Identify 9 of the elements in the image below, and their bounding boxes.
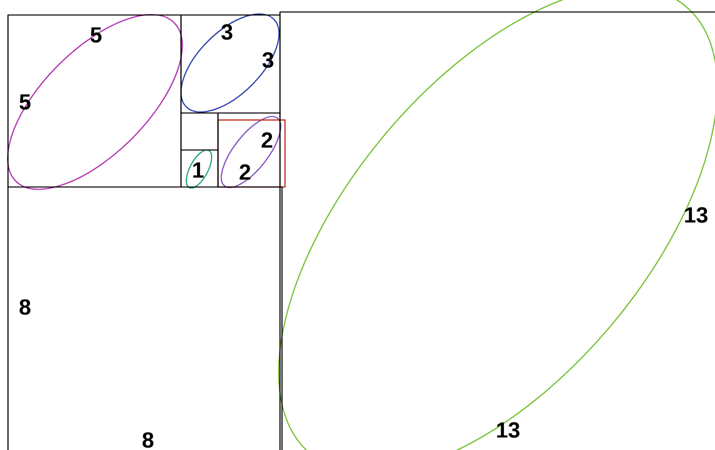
side-length-label: 2: [262, 132, 272, 148]
side-length-label: 8: [20, 299, 30, 315]
square: [180, 112, 219, 151]
side-length-label: 8: [142, 432, 154, 448]
side-length-label: 13: [497, 422, 520, 438]
side-length-label: 1: [193, 162, 204, 178]
side-length-label: 2: [240, 164, 250, 180]
side-length-label: 3: [221, 24, 232, 40]
side-length-label: 13: [685, 207, 708, 223]
